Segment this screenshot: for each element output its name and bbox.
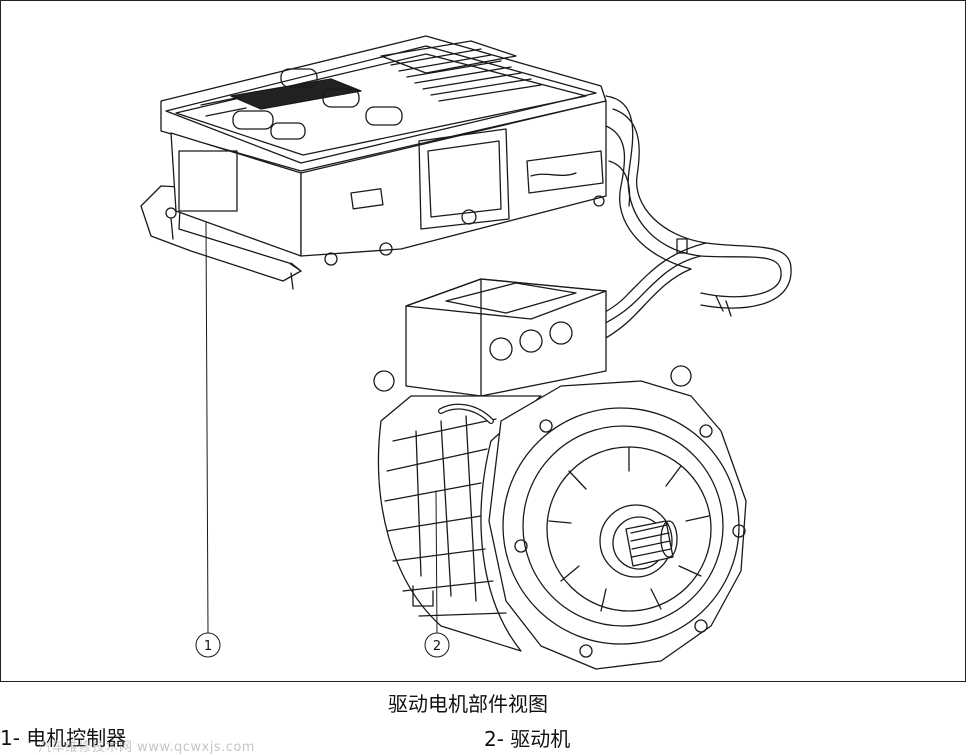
figure-frame: 1 2 <box>0 0 966 682</box>
motor-controller-drawing <box>140 35 607 290</box>
drive-motor-drawing <box>373 278 747 670</box>
watermark: 汽车维修技术网 www.qcwxjs.com <box>38 740 255 755</box>
drive-motor-assembly-drawing: 1 2 <box>140 35 792 670</box>
callout-1: 1 <box>195 222 221 658</box>
callout-1-number: 1 <box>204 639 212 654</box>
legend-item-drive-motor: 2- 驱动机 <box>484 727 571 751</box>
figure-title: 驱动电机部件视图 <box>388 692 548 716</box>
legend-item-motor-controller: 1- 电机控制器 <box>0 726 127 750</box>
callout-2-number: 2 <box>433 639 441 654</box>
callout-2: 2 <box>424 490 450 658</box>
